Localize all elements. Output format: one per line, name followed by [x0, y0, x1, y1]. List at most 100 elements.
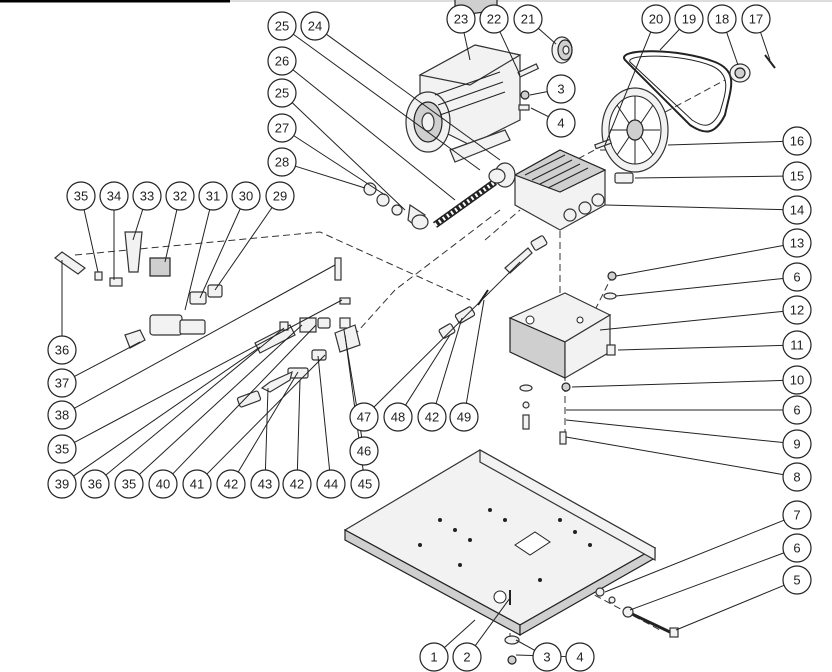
leader-line-7 [604, 519, 785, 593]
leader-line-37 [74, 341, 141, 377]
callout-bubble-3 [532, 642, 562, 672]
callout-bubble-7 [782, 500, 812, 530]
leader-line-39 [73, 346, 261, 477]
callout-label-26: 26 [275, 54, 289, 69]
leader-line-6 [615, 277, 784, 297]
callout-label-32: 32 [173, 189, 187, 204]
callout-label-37: 37 [55, 376, 69, 391]
callout-label-47: 47 [357, 410, 371, 425]
callout-label-33: 33 [140, 189, 154, 204]
leader-line-9 [565, 419, 784, 444]
leader-line-2 [474, 597, 511, 646]
long-bolt-icon [595, 587, 679, 638]
leader-line-48 [405, 334, 451, 406]
callout-label-12: 12 [790, 303, 804, 318]
callout-label-10: 10 [790, 373, 804, 388]
leader-line-32 [164, 209, 178, 263]
callout-bubble-15 [782, 161, 812, 191]
callout-label-42: 42 [224, 477, 238, 492]
leader-line-12 [599, 310, 784, 331]
leader-line-17 [760, 32, 771, 61]
leader-line-3 [529, 91, 548, 96]
leader-line-20 [604, 31, 652, 146]
callout-label-30: 30 [239, 189, 253, 204]
bottom-hardware [504, 590, 520, 665]
callout-label-44: 44 [324, 477, 338, 492]
fitting-15-icon [614, 172, 634, 184]
leader-line-35 [138, 324, 303, 475]
callout-label-9: 9 [793, 437, 800, 452]
callout-bubble-18 [707, 4, 737, 34]
washers-icon [363, 182, 403, 216]
callout-label-20: 20 [649, 12, 663, 27]
callout-bubble-6 [782, 395, 812, 425]
callout-label-38: 38 [55, 408, 69, 423]
callout-label-2: 2 [463, 650, 470, 665]
callout-label-17: 17 [749, 12, 763, 27]
leader-line-21 [538, 27, 557, 45]
callout-label-28: 28 [275, 155, 289, 170]
leader-line-26 [292, 69, 456, 201]
callout-bubble-17 [741, 4, 771, 34]
leader-line-31 [184, 209, 211, 311]
callout-label-16: 16 [790, 134, 804, 149]
callout-bubble-8 [782, 462, 812, 492]
leader-line-6 [629, 552, 785, 611]
leader-line-10 [571, 379, 784, 388]
callout-bubble-25 [267, 78, 297, 108]
leader-line-49 [465, 299, 485, 404]
callout-label-46: 46 [357, 444, 371, 459]
leader-line-4 [530, 107, 549, 118]
leader-line-5 [675, 584, 785, 631]
callout-bubble-5 [782, 565, 812, 595]
leader-line-47 [373, 261, 521, 408]
leader-line-24 [326, 33, 501, 161]
callout-bubble-19 [674, 4, 704, 34]
leader-line-8 [565, 436, 784, 476]
leader-line-11 [617, 344, 784, 351]
callout-bubble-31 [198, 181, 228, 211]
callout-bubble-37 [47, 368, 77, 398]
hose-36-icon [54, 251, 86, 275]
valve-icon [94, 231, 223, 349]
callout-bubble-42 [417, 402, 447, 432]
bolt-icon [764, 54, 776, 69]
callout-bubble-21 [513, 4, 543, 34]
callout-bubble-42 [216, 469, 246, 499]
leader-line-25 [293, 33, 481, 171]
callout-label-35: 35 [74, 189, 88, 204]
callout-bubble-25 [267, 11, 297, 41]
callout-label-4: 4 [557, 116, 564, 131]
callout-label-42: 42 [425, 410, 439, 425]
leader-line-44 [317, 355, 331, 471]
callout-bubble-9 [782, 429, 812, 459]
leader-line-14 [604, 204, 784, 211]
leader-line-16 [667, 140, 784, 146]
fittings-mid [236, 235, 548, 408]
callout-label-40: 40 [156, 477, 170, 492]
callout-label-3: 3 [557, 82, 564, 97]
callout-bubble-48 [383, 402, 413, 432]
callout-label-1: 1 [430, 650, 437, 665]
callout-bubble-4 [565, 642, 595, 672]
callout-label-36: 36 [88, 477, 102, 492]
callout-bubble-28 [267, 147, 297, 177]
callout-bubble-35 [47, 434, 77, 464]
callout-bubble-20 [641, 4, 671, 34]
motor-key-icon [517, 63, 540, 78]
leader-line-35 [74, 299, 343, 443]
callout-bubble-36 [80, 469, 110, 499]
callout-label-13: 13 [790, 236, 804, 251]
callout-label-29: 29 [273, 189, 287, 204]
leader-line-1 [444, 619, 476, 648]
base-plate-icon [343, 448, 657, 637]
callout-bubble-13 [782, 228, 812, 258]
callout-label-36: 36 [55, 343, 69, 358]
callout-label-45: 45 [358, 477, 372, 492]
leader-line-15 [634, 175, 784, 179]
callout-label-21: 21 [521, 12, 535, 27]
callout-label-41: 41 [190, 477, 204, 492]
callout-label-7: 7 [793, 508, 800, 523]
